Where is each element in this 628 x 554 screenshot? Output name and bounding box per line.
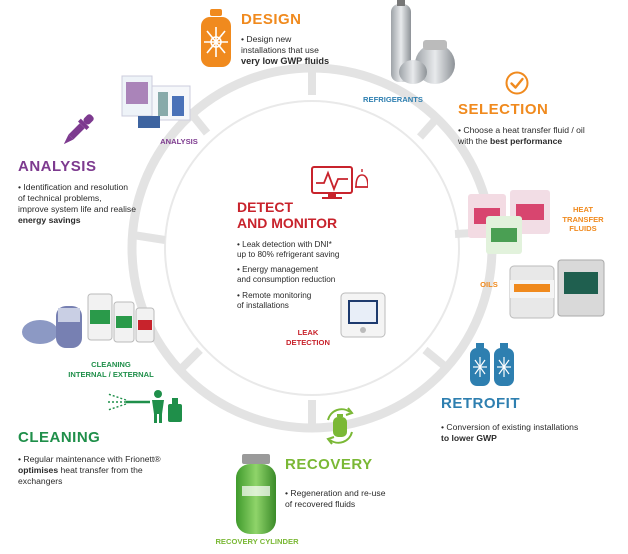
recovery-text: Regeneration and re-use of recovered flu… — [285, 488, 385, 510]
oils-caption: OILS — [480, 280, 498, 289]
leak-detection-caption: LEAK DETECTION — [286, 328, 330, 347]
cleaning-caption: CLEANING INTERNAL / EXTERNAL — [68, 360, 154, 379]
cleaning-text: Regular maintenance with Frionett® optim… — [18, 454, 161, 487]
analysis-caption: ANALYSIS — [160, 137, 198, 146]
heat-transfer-fluid-cans-image — [466, 186, 556, 256]
detect-title: DETECT AND MONITOR — [237, 199, 338, 231]
refrigerant-cylinders-image — [383, 0, 463, 88]
design-icon — [199, 9, 233, 69]
refrigerants-caption: REFRIGERANTS — [363, 95, 423, 104]
analysis-text: Identification and resolution of technic… — [18, 182, 136, 226]
recovery-cylinder-image — [232, 452, 280, 536]
detect-item-1: Leak detection with DNI* up to 80% refri… — [237, 240, 339, 260]
retrofit-title: RETROFIT — [441, 395, 520, 412]
design-text: Design new installations that use very l… — [241, 34, 329, 67]
design-title: DESIGN — [241, 11, 302, 28]
cleaning-products-image — [18, 288, 158, 358]
oil-cans-image — [508, 256, 608, 322]
selection-title: SELECTION — [458, 101, 549, 118]
detect-item-3: Remote monitoring of installations — [237, 291, 311, 311]
cleaning-title: CLEANING — [18, 429, 101, 446]
recovery-title: RECOVERY — [285, 456, 373, 473]
retrofit-text: Conversion of existing installations to … — [441, 422, 578, 444]
analysis-icon — [60, 112, 96, 148]
cleaning-icon — [106, 388, 186, 424]
heat-transfer-caption: HEAT TRANSFER FLUIDS — [562, 205, 604, 233]
recovery-cylinder-caption: RECOVERY CYLINDER — [215, 537, 299, 546]
analysis-title: ANALYSIS — [18, 158, 97, 175]
leak-detector-device-image — [340, 292, 386, 338]
detect-icon — [310, 165, 369, 201]
recovery-icon — [320, 404, 360, 448]
retrofit-icon — [468, 343, 516, 387]
selection-text: Choose a heat transfer fluid / oil with … — [458, 125, 585, 147]
analysis-kit-image — [118, 72, 194, 132]
detect-item-2: Energy management and consumption reduct… — [237, 265, 335, 285]
selection-icon — [505, 71, 529, 95]
